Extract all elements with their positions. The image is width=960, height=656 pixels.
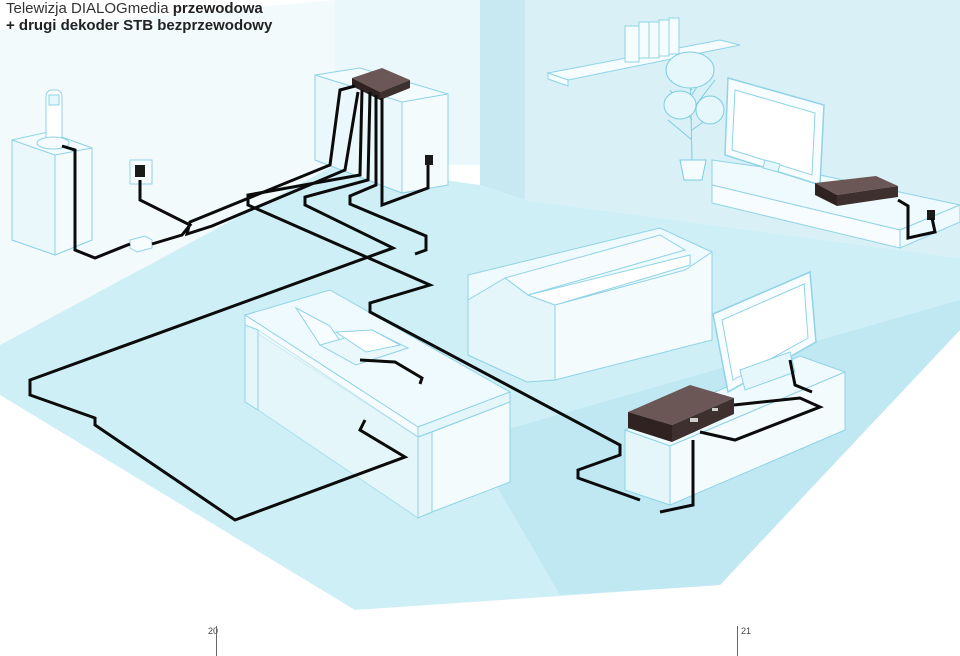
page-title: Telewizja DIALOGmedia przewodowa + drugi… — [6, 0, 272, 34]
title-wired: przewodowa — [173, 0, 263, 17]
title-line-2: + drugi dekoder STB bezprzewodowy — [6, 17, 272, 34]
title-line-1: Telewizja DIALOGmedia przewodowa — [6, 0, 272, 17]
page-number-right: 21 — [741, 626, 751, 636]
phone-stand — [12, 132, 92, 255]
corner-wall — [480, 0, 525, 200]
wall-plug-center — [425, 155, 433, 165]
page-divider-left — [216, 626, 217, 656]
page-divider-right — [737, 626, 738, 656]
title-brand: Telewizja DIALOGmedia — [6, 0, 169, 17]
